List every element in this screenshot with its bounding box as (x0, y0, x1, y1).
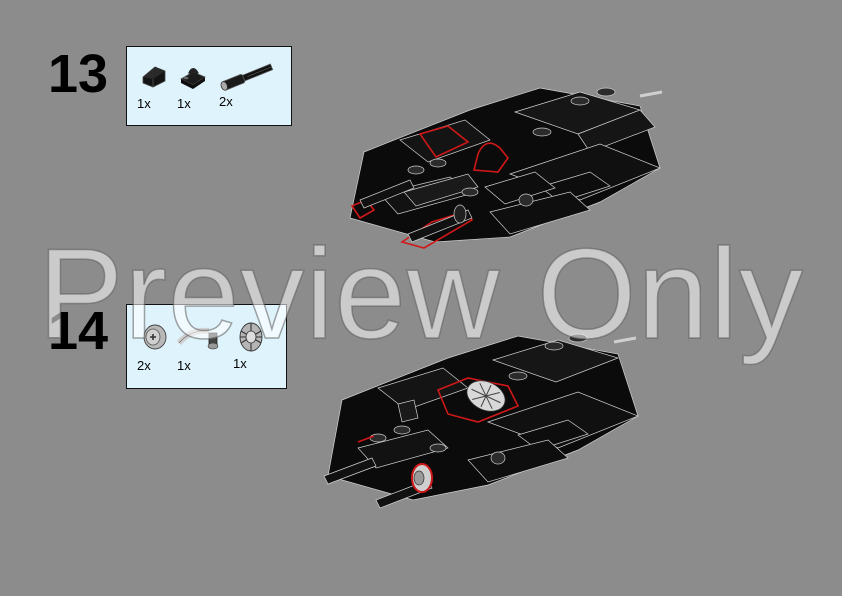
step-14-parts-callout: 2x 1x 1x (126, 304, 287, 389)
step-13-part-3-qty: 2x (219, 94, 233, 109)
bush-wheel-icon (143, 324, 167, 350)
step-14-model-render (323, 333, 639, 509)
step-14-part-3-qty: 1x (233, 356, 247, 371)
step-13-part-2: 1x (177, 57, 217, 113)
slope-brick-icon (142, 66, 166, 88)
step-14-part-1-qty: 2x (137, 358, 151, 373)
step-13-number: 13 (48, 44, 109, 104)
step-14-number: 14 (48, 301, 109, 361)
step-13-part-2-qty: 1x (177, 96, 191, 111)
step-14-part-1: 2x (137, 319, 177, 375)
preview-only-watermark: Preview Only (37, 223, 804, 366)
step-13-model-render (349, 87, 663, 249)
clip-plate-icon (180, 68, 206, 89)
step-13-part-3: 2x (217, 55, 283, 111)
step-14-part-3: 1x (233, 317, 273, 373)
step-14-part-2: 1x (177, 319, 223, 375)
step-13-part-1-qty: 1x (137, 96, 151, 111)
bevel-gear-icon (239, 322, 263, 352)
step-14-part-2-qty: 1x (177, 358, 191, 373)
step-13-part-1: 1x (137, 57, 177, 113)
technic-axle-pin-icon (220, 63, 274, 91)
step-13-parts-callout: 1x 1x 2x (126, 46, 292, 126)
bar-holder-clip-icon (177, 327, 219, 350)
